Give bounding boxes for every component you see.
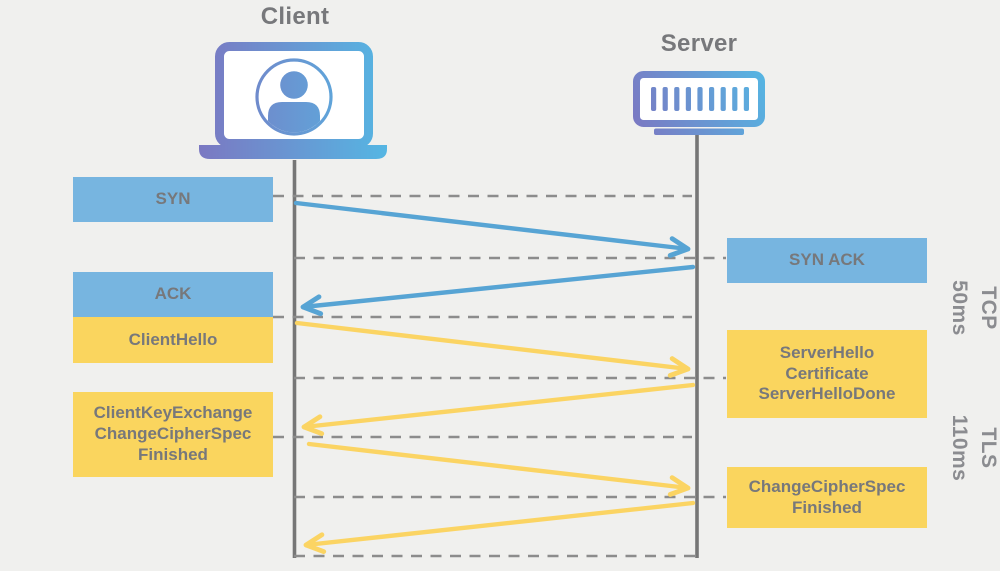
arrow-server-hello [301,382,696,437]
message-arrows [293,200,696,555]
laptop-base [199,145,387,159]
phase-tcp-duration: 50ms [947,280,971,336]
message-box-clientkeyexchange: ClientKeyExchange ChangeCipherSpec Finis… [73,392,273,477]
arrow-client-hello [294,320,691,378]
message-box-syn-ack: SYN ACK [727,238,927,283]
server-title: Server [660,30,738,57]
message-box-ack: ACK [73,272,273,317]
message-box-syn: SYN [73,177,273,222]
phase-label-tcp: TCP 50ms [939,268,1000,348]
phase-label-tls: TLS 110ms [939,408,1000,488]
message-box-serverhello: ServerHello Certificate ServerHelloDone [727,330,927,418]
laptop-user-icon [199,42,387,159]
client-title: Client [260,3,330,30]
arrow-server-finished [303,500,696,555]
server-rack-icon [633,71,765,135]
time-dashed-lines [273,194,726,558]
phase-tls-protocol: TLS [977,427,1000,469]
avatar-person-icon [268,71,320,133]
arrow-client-key-exchange [306,441,691,497]
message-box-clienthello: ClientHello [73,317,273,363]
arrow-syn [293,200,691,258]
message-box-changecipherspec: ChangeCipherSpec Finished [727,467,927,528]
phase-tls-duration: 110ms [947,414,971,482]
server-stand [654,128,744,135]
phase-tcp-protocol: TCP [977,286,1000,330]
arrow-syn-ack [300,264,696,317]
server-slots [651,87,749,111]
